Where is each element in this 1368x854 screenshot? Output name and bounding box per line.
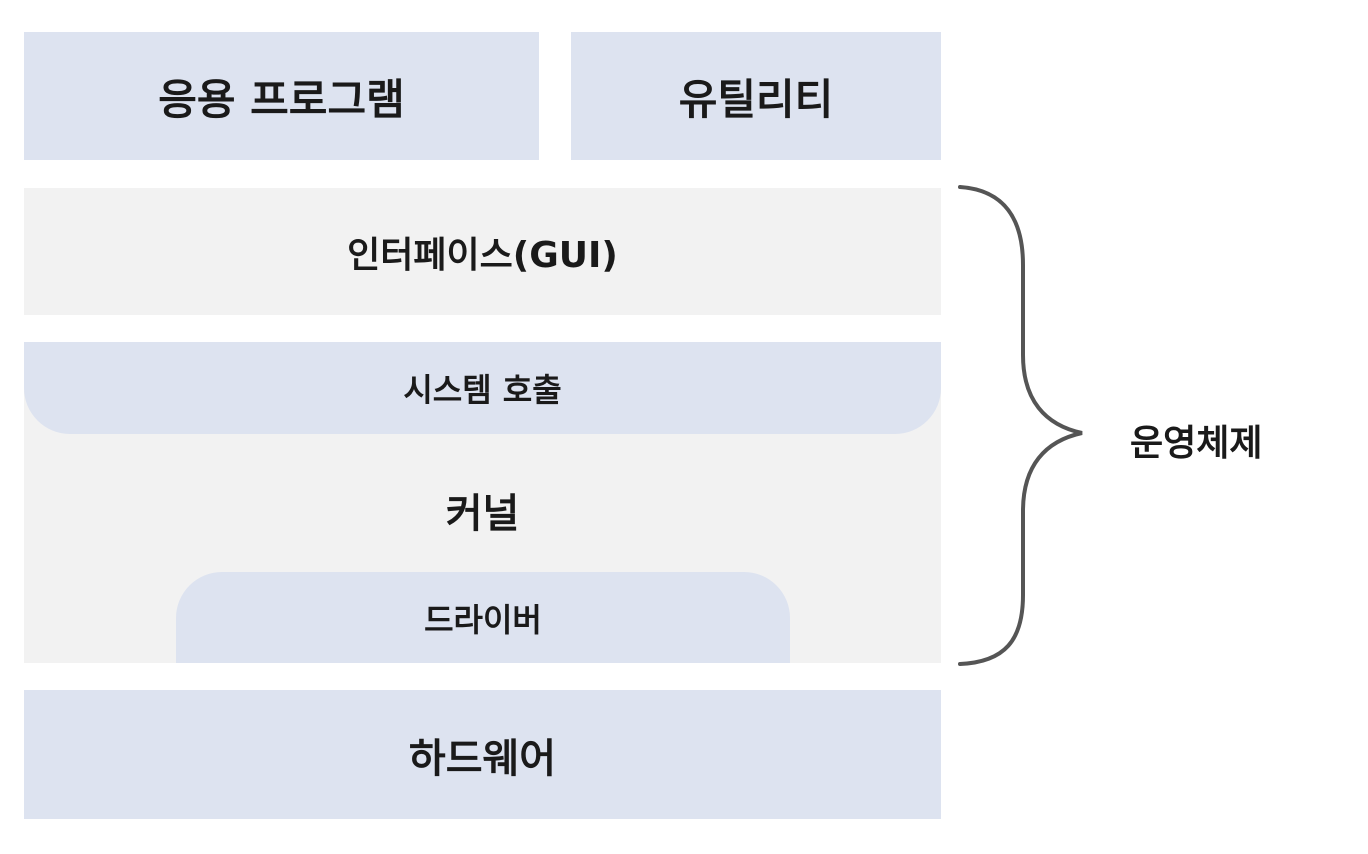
hardware-label: 하드웨어 <box>408 735 557 782</box>
operating-system-label: 운영체제 <box>1130 423 1263 464</box>
system-call-label: 시스템 호출 <box>403 371 562 409</box>
interface-label: 인터페이스(GUI) <box>347 234 618 276</box>
system-call-layer: 시스템 호출 <box>24 342 941 434</box>
kernel-label: 커널 <box>445 491 520 537</box>
hardware-layer: 하드웨어 <box>24 690 941 819</box>
driver-label: 드라이버 <box>424 600 542 639</box>
application-layer: 응용 프로그램 <box>24 32 539 160</box>
interface-layer: 인터페이스(GUI) <box>24 188 941 315</box>
utility-label: 유틸리티 <box>678 74 834 124</box>
brace-path <box>958 185 1083 666</box>
utility-layer: 유틸리티 <box>571 32 941 160</box>
driver-layer: 드라이버 <box>176 572 790 663</box>
application-label: 응용 프로그램 <box>158 74 405 124</box>
os-brace <box>958 185 1083 666</box>
